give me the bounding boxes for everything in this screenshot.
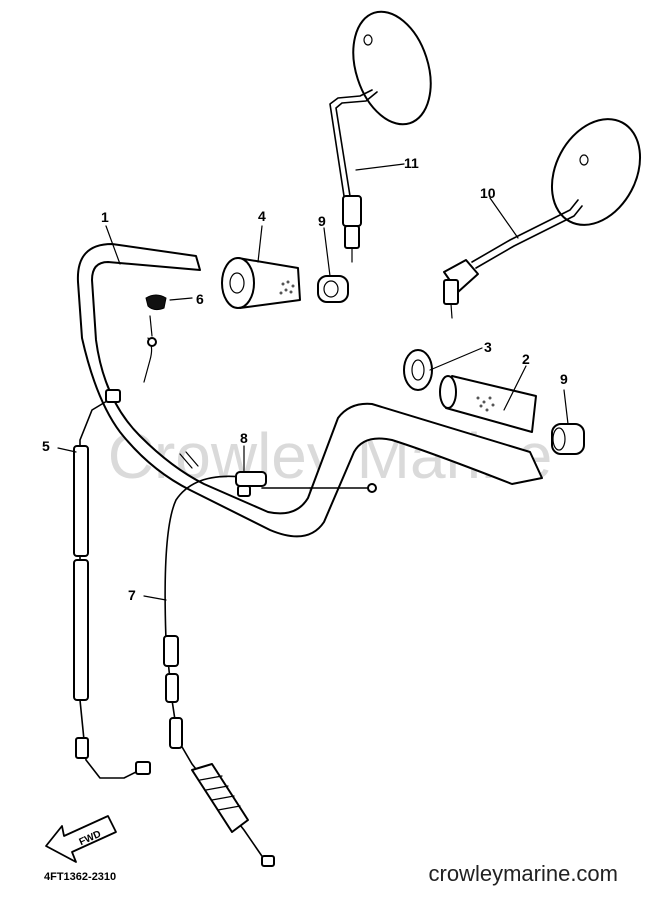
throttle-cable-5 [73, 389, 151, 779]
leader-lines [57, 163, 569, 601]
callout-6: 6 [196, 291, 204, 307]
drawing-code: 4FT1362-2310 [44, 871, 116, 883]
callout-10: 10 [480, 185, 496, 201]
mirror-10 [443, 118, 642, 319]
bar-end-9-upper [317, 275, 349, 303]
cable-adjuster-8 [235, 471, 377, 497]
part-6-bracket [143, 294, 167, 383]
callout-8: 8 [240, 430, 248, 446]
throttle-grip-4 [221, 257, 301, 309]
fwd-arrow-icon: FWD [45, 815, 117, 863]
callout-1: 1 [101, 209, 109, 225]
callout-11: 11 [404, 155, 419, 171]
grip-ring-3 [403, 349, 433, 391]
callout-9b: 9 [560, 371, 568, 387]
callout-5: 5 [42, 438, 50, 454]
callout-3: 3 [484, 339, 492, 355]
mirror-11 [329, 10, 432, 263]
bar-end-9-right [551, 423, 585, 455]
callout-4: 4 [258, 208, 266, 224]
handlebar-1 [76, 243, 543, 538]
handlebar-grip-2 [439, 375, 537, 433]
callout-7: 7 [128, 587, 136, 603]
clutch-cable-7 [163, 475, 275, 867]
website-label: crowleymarine.com [429, 861, 619, 886]
callout-2: 2 [522, 351, 530, 367]
callout-9a: 9 [318, 213, 326, 229]
